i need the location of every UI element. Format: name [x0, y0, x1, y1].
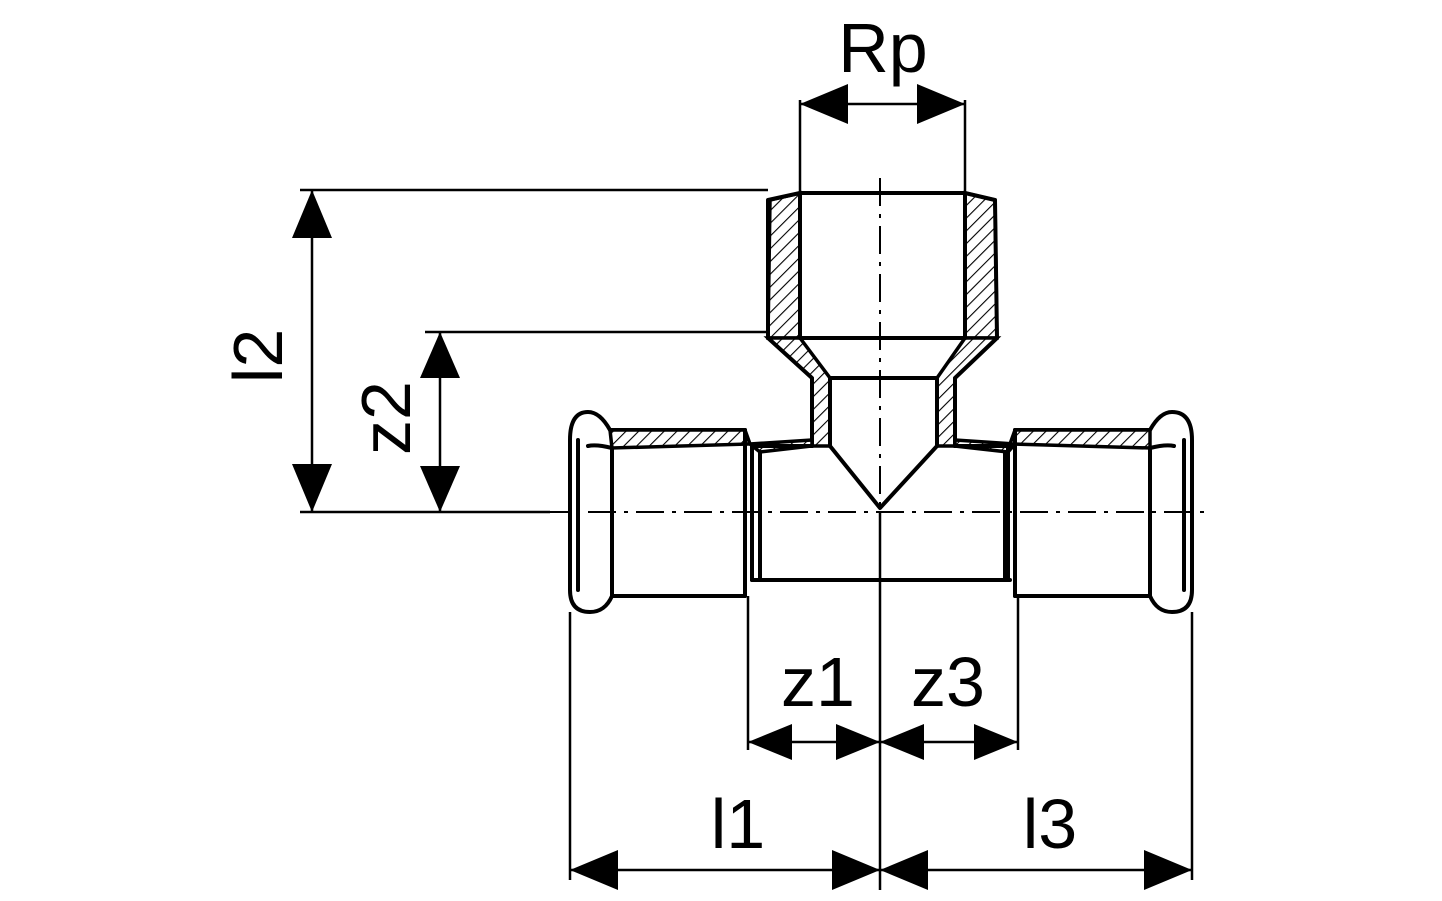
branch-outline-left	[766, 336, 814, 448]
right-top-wall	[1007, 428, 1152, 450]
z2-arrow-top	[420, 332, 460, 378]
l3-arrow-right	[1144, 850, 1192, 890]
dimension-rp: Rp	[798, 9, 967, 193]
z3-arrow-right	[974, 724, 1018, 760]
right-press-end	[1013, 410, 1194, 614]
l3-label: l3	[1023, 785, 1077, 863]
right-socket-inner	[1148, 438, 1186, 598]
branch-left-wall	[766, 190, 802, 340]
l2-label: l2	[219, 329, 297, 383]
branch-socket	[763, 190, 1002, 510]
z1-label: z1	[781, 643, 855, 721]
l1-arrow-right	[832, 850, 880, 890]
dimension-l1-l3: l1 l3	[568, 512, 1194, 890]
branch-outline	[766, 191, 999, 448]
l1-label: l1	[711, 785, 765, 863]
l2-arrow-top	[292, 190, 332, 238]
z1-arrow-right	[836, 724, 880, 760]
dimension-z1-z3: z1 z3	[746, 596, 1020, 760]
l3-arrow-left	[880, 850, 928, 890]
rp-label: Rp	[838, 9, 927, 87]
z2-label: z2	[347, 381, 425, 455]
left-press-end	[568, 410, 747, 614]
main-run-body	[568, 410, 1194, 614]
dimension-l2: l2	[219, 188, 768, 514]
left-socket-inner	[576, 438, 614, 598]
z3-arrow-left	[880, 724, 924, 760]
l2-arrow-bottom	[292, 464, 332, 512]
z2-arrow-bottom	[420, 466, 460, 512]
branch-left-cone	[763, 336, 832, 448]
z1-arrow-left	[748, 724, 792, 760]
branch-right-wall	[963, 190, 999, 340]
rp-arrow-right	[917, 84, 965, 124]
left-top-wall	[608, 428, 753, 450]
bore-cone	[828, 444, 939, 510]
branch-right-cone	[935, 336, 1002, 448]
z3-label: z3	[911, 643, 985, 721]
l1-arrow-left	[570, 850, 618, 890]
dimension-z2: z2	[347, 330, 768, 512]
rp-arrow-left	[800, 84, 848, 124]
